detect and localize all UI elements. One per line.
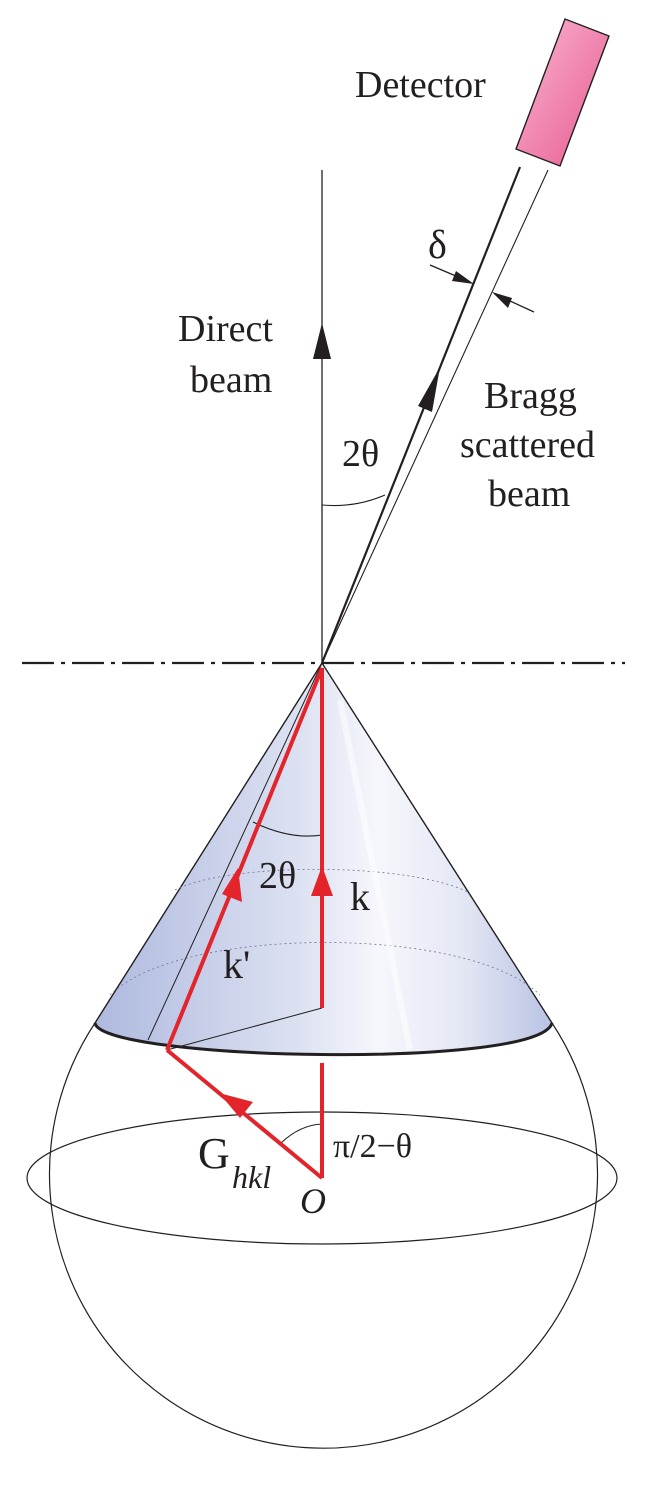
k-label: k: [350, 874, 370, 919]
detector-rectangle: [515, 18, 610, 167]
upper-two-theta-arc: [321, 494, 386, 507]
detector-label: Detector: [355, 64, 486, 106]
delta-left-arrowhead: [452, 271, 474, 284]
g-hkl-vector: [165, 1048, 324, 1180]
upper-two-theta-label: 2θ: [342, 433, 379, 475]
g-label: G: [198, 1129, 230, 1178]
k-prime-vector-arrowhead: [222, 868, 242, 902]
cone-highlight-streak: [337, 699, 413, 1051]
pi-half-minus-theta-arc: [280, 1123, 323, 1144]
g-subscript-label: hkl: [232, 1159, 271, 1195]
cone-dotted-ellipse-lower: [109, 942, 541, 996]
direct-beam-label-line2: beam: [190, 359, 272, 401]
origin-label: O: [300, 1181, 326, 1221]
cone-two-theta-label: 2θ: [259, 855, 296, 897]
cone-base-radius-line: [166, 1007, 323, 1051]
delta-right-arrowhead: [492, 292, 512, 308]
cone-generatrix-line: [147, 662, 323, 1041]
direct-beam-label-line1: Direct: [178, 308, 273, 350]
cone-base-rim: [93, 1022, 554, 1057]
k-prime-label: k': [223, 942, 250, 987]
bragg-beam-line-thick: [320, 166, 522, 664]
g-hkl-vector-arrowhead: [219, 1093, 253, 1118]
bragg-label-line1: Bragg: [484, 375, 577, 417]
delta-label: δ: [428, 222, 447, 267]
direct-beam-arrowhead: [313, 323, 331, 359]
bragg-label-line3: beam: [488, 473, 570, 515]
bragg-beam-arrowhead: [418, 367, 440, 412]
ewald-sphere-outline: [48, 1022, 599, 1449]
pi-half-minus-theta-label: π/2−θ: [333, 1128, 412, 1165]
bragg-label-line2: scattered: [460, 424, 595, 466]
bragg-beam-line-thin: [321, 169, 549, 664]
k-prime-vector: [165, 667, 324, 1051]
k-vector-arrowhead: [311, 866, 333, 896]
